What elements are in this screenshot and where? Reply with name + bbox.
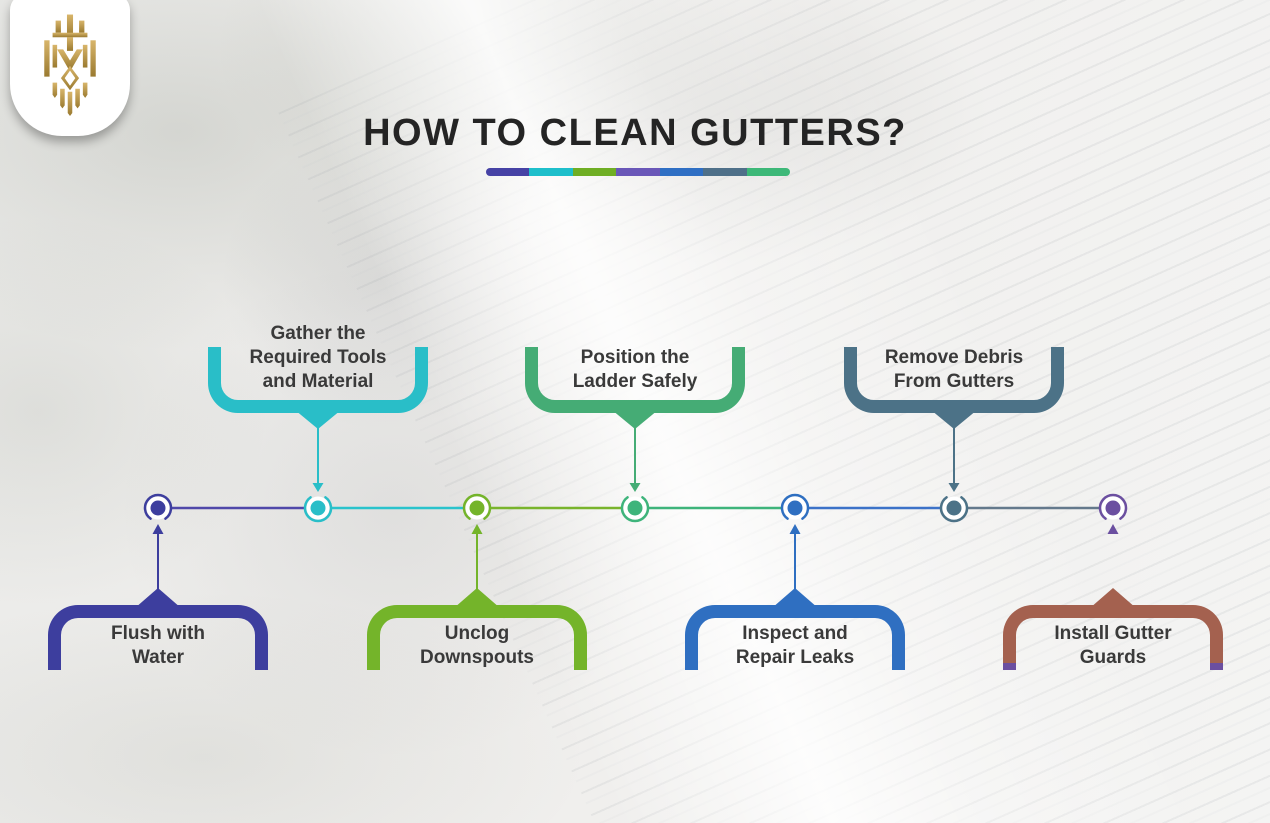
step-5-group (685, 493, 905, 670)
step-4-bracket (525, 347, 745, 413)
step-7-bracket (1003, 605, 1223, 670)
step-label-line: Gather the (270, 323, 366, 344)
arrowhead-up-icon (471, 524, 483, 534)
step-1-group (48, 493, 268, 670)
underline-segment-7 (746, 168, 790, 176)
step-label-line: Flush with (111, 623, 205, 644)
underline-segment-4 (616, 168, 660, 176)
timeline-node-dot (946, 500, 962, 516)
title-underline (486, 168, 790, 176)
timeline-node-ring (1098, 493, 1128, 520)
step-5-bracket (685, 605, 905, 670)
timeline-node-dot (469, 500, 485, 516)
bracket-pointer (454, 588, 500, 608)
timeline-node-ring (620, 496, 650, 523)
step-label-line: Remove Debris (884, 347, 1024, 368)
step-1-bracket (48, 605, 268, 670)
brand-logo-badge (10, 0, 130, 136)
step-2-bracket (208, 347, 428, 413)
underline-segment-3 (572, 168, 617, 176)
step-label-line: Required Tools (249, 347, 387, 368)
step-7-group (1003, 493, 1223, 670)
step-label-line: Unclog (444, 623, 510, 644)
step-3-bracket (367, 605, 587, 670)
step-label-line: Guards (1079, 647, 1147, 668)
timeline-node-ring (462, 493, 492, 520)
bracket-leg-tip (1210, 663, 1223, 670)
step-6-bracket (844, 347, 1064, 413)
timeline-node-ring (143, 493, 173, 520)
timeline-node-dot (310, 500, 326, 516)
timeline-node-ring (780, 493, 810, 520)
step-3-group (367, 493, 587, 670)
bracket-pointer (931, 410, 977, 429)
step-6-group (844, 347, 1064, 523)
arrowhead-down-icon (948, 483, 960, 492)
underline-segment-1 (486, 168, 530, 176)
step-label-line: Water (131, 647, 185, 668)
step-label-line: Install Gutter (1054, 623, 1172, 644)
step-label-line: Position the (580, 347, 690, 368)
arrowhead-up-icon (789, 524, 801, 534)
underline-segment-5 (659, 168, 704, 176)
timeline-node-ring (303, 496, 333, 523)
timeline-node-dot (1105, 500, 1121, 516)
bracket-leg-tip (1003, 663, 1016, 670)
step-label-line: Downspouts (420, 647, 534, 668)
arrowhead-down-icon (629, 483, 641, 492)
step-label-line: From Gutters (893, 371, 1015, 392)
underline-segment-6 (703, 168, 747, 176)
step-label-line: Ladder Safely (572, 371, 698, 392)
page-title: HOW TO CLEAN GUTTERS? (363, 112, 907, 154)
timeline-node-dot (150, 500, 166, 516)
bracket-pointer (772, 588, 818, 608)
arrowhead-up-icon (152, 524, 164, 534)
bracket-pointer (1090, 588, 1136, 608)
arrowhead-up-icon (1107, 524, 1119, 534)
gold-crest-icon (44, 14, 96, 116)
arrowhead-down-icon (312, 483, 324, 492)
bracket-pointer (612, 410, 658, 429)
bracket-pointer (295, 410, 341, 429)
step-label-line: and Material (262, 371, 374, 392)
step-4-group (525, 347, 745, 523)
underline-segment-2 (529, 168, 573, 176)
step-label-line: Repair Leaks (735, 647, 855, 668)
timeline-node-dot (627, 500, 643, 516)
bracket-pointer (135, 588, 181, 608)
timeline-node-ring (939, 496, 969, 523)
timeline-node-dot (787, 500, 803, 516)
step-label-line: Inspect and (742, 623, 848, 644)
step-2-group (208, 347, 428, 523)
